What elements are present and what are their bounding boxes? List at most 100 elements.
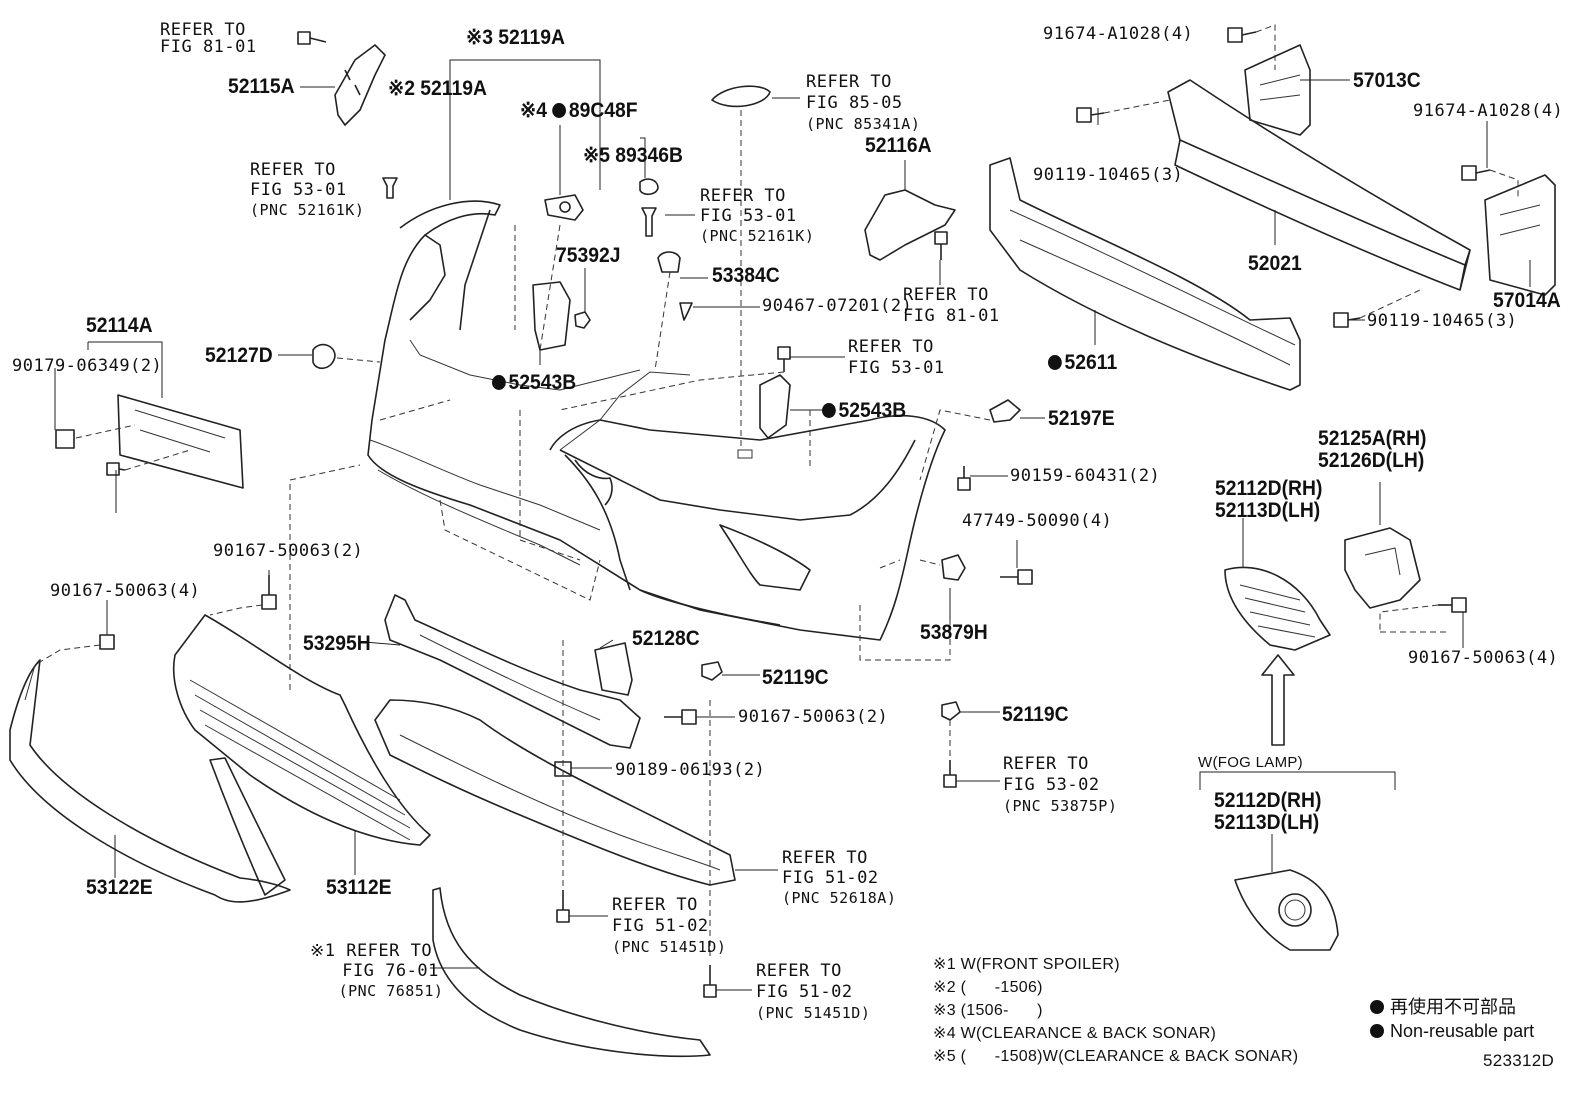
label-52127D: 52127D	[205, 344, 273, 367]
label-52125A-RH: 52125A(RH)	[1318, 427, 1427, 450]
cap-85341A	[711, 85, 771, 108]
strip-left	[209, 757, 286, 896]
absorber-52611	[989, 157, 1301, 391]
label-52197E: 52197E	[1048, 407, 1115, 430]
label-75392J: 75392J	[556, 244, 621, 267]
fog-cover-52112D-top	[1224, 566, 1331, 651]
grille-53112E	[172, 614, 431, 846]
cover-52543B-left	[532, 281, 571, 351]
label-52611: 52611	[1048, 352, 1117, 373]
garnish-53122E	[9, 659, 291, 903]
label-52115A: 52115A	[228, 75, 295, 98]
label-90167-2-left: 90167-50063(2)	[213, 541, 364, 561]
note-4: ※4 W(CLEARANCE & BACK SONAR)	[933, 1025, 1217, 1042]
bumper-cover	[367, 200, 946, 641]
cap-52127D	[312, 343, 336, 369]
label-47749: 47749-50090(4)	[962, 511, 1113, 531]
label-57014A: 57014A	[1493, 289, 1561, 312]
label-90179-06349: 90179-06349(2)	[12, 356, 163, 376]
sensor-89346B	[639, 178, 659, 196]
label-52112D-RH-bottom: 52112D(RH)	[1214, 789, 1322, 812]
clip-52197E	[989, 399, 1021, 423]
undercover	[374, 699, 736, 886]
legend-dot-en	[1370, 1024, 1384, 1038]
label-90119-right: 90119-10465(3)	[1367, 311, 1518, 331]
clip-52119C-bottom	[941, 701, 961, 721]
bolt-51451D-a	[556, 890, 570, 923]
label-52126D-LH: 52126D(LH)	[1318, 449, 1425, 472]
sensor-bracket-89C48F	[544, 194, 584, 221]
label-90167-4-right: 90167-50063(4)	[1408, 648, 1559, 668]
bolt-52116A	[934, 231, 948, 260]
cap-52128C	[594, 642, 633, 696]
bolt-fig81	[297, 31, 327, 45]
label-52116A: 52116A	[865, 134, 932, 157]
bolt-90167-mid	[664, 709, 697, 725]
retainer-57013C	[1244, 44, 1311, 136]
bolt-90159-right	[957, 466, 971, 491]
label-52119C-bottom: 52119C	[1002, 703, 1069, 726]
bolt-90167-right	[1438, 597, 1467, 613]
fog-cover-52112D-bottom	[1234, 869, 1339, 951]
sensor-hole	[559, 201, 571, 213]
bolt-90119-left	[1076, 107, 1105, 123]
label-refer-fig-76-01: ※1 REFER TO FIG 76-01 (PNC 76851)	[310, 941, 444, 1000]
clip-52161K-left	[382, 177, 398, 199]
bolt-90167-left-4	[99, 634, 115, 650]
clip-52161K-mid	[641, 207, 657, 237]
label-90167-mid: 90167-50063(2)	[738, 707, 889, 727]
bracket-52116A	[864, 189, 956, 261]
label-52119A-2: ※2 52119A	[388, 77, 487, 100]
label-fog-lamp: W(FOG LAMP)	[1198, 754, 1303, 771]
label-52119A-3: ※3 52119A	[466, 26, 565, 49]
label-90467-07201: 90467-07201(2)	[762, 296, 913, 316]
bracket-52115A	[334, 44, 386, 126]
bolt-91674-right	[1461, 165, 1491, 181]
note-3: ※3 (1506- )	[933, 1002, 1043, 1019]
cover-52543B-right	[759, 374, 791, 439]
label-91674-top: 91674-A1028(4)	[1043, 24, 1194, 44]
clip-90179	[55, 429, 75, 449]
clip-53384C	[657, 251, 681, 273]
label-89C48F: ※4 89C48F	[520, 99, 638, 122]
bolt-51451D-b	[703, 965, 717, 998]
bolt-91674-top	[1227, 27, 1257, 43]
label-52114A: 52114A	[86, 314, 153, 337]
clip-90467	[679, 302, 693, 321]
label-53879H: 53879H	[920, 621, 988, 644]
label-53112E: 53112E	[326, 876, 392, 899]
label-57013C: 57013C	[1353, 69, 1421, 92]
figure-id: 523312D	[1483, 1051, 1555, 1070]
label-52021: 52021	[1248, 252, 1302, 275]
license-bracket-52114A	[117, 394, 244, 489]
legend-en: Non-reusable part	[1370, 1022, 1534, 1040]
label-90189: 90189-06193(2)	[615, 760, 766, 780]
label-52112D-RH-top: 52112D(RH)	[1215, 477, 1323, 500]
fog-bracket-52125A	[1344, 527, 1421, 609]
legend-dot-jp	[1370, 1000, 1384, 1014]
bolt-90159-left	[106, 462, 126, 476]
label-53122E: 53122E	[86, 876, 153, 899]
label-52128C: 52128C	[632, 627, 700, 650]
label-90159-right: 90159-60431(2)	[1010, 466, 1161, 486]
non-reusable-dot	[552, 103, 567, 118]
label-52113D-LH-top: 52113D(LH)	[1215, 499, 1321, 522]
clip-52119C-top	[701, 661, 723, 681]
arrow-up	[1261, 654, 1295, 746]
bolt-53-01-right	[777, 346, 791, 372]
label-52119C-top: 52119C	[762, 666, 829, 689]
label-90119-left: 90119-10465(3)	[1033, 165, 1184, 185]
label-91674-right: 91674-A1028(4)	[1413, 101, 1564, 121]
